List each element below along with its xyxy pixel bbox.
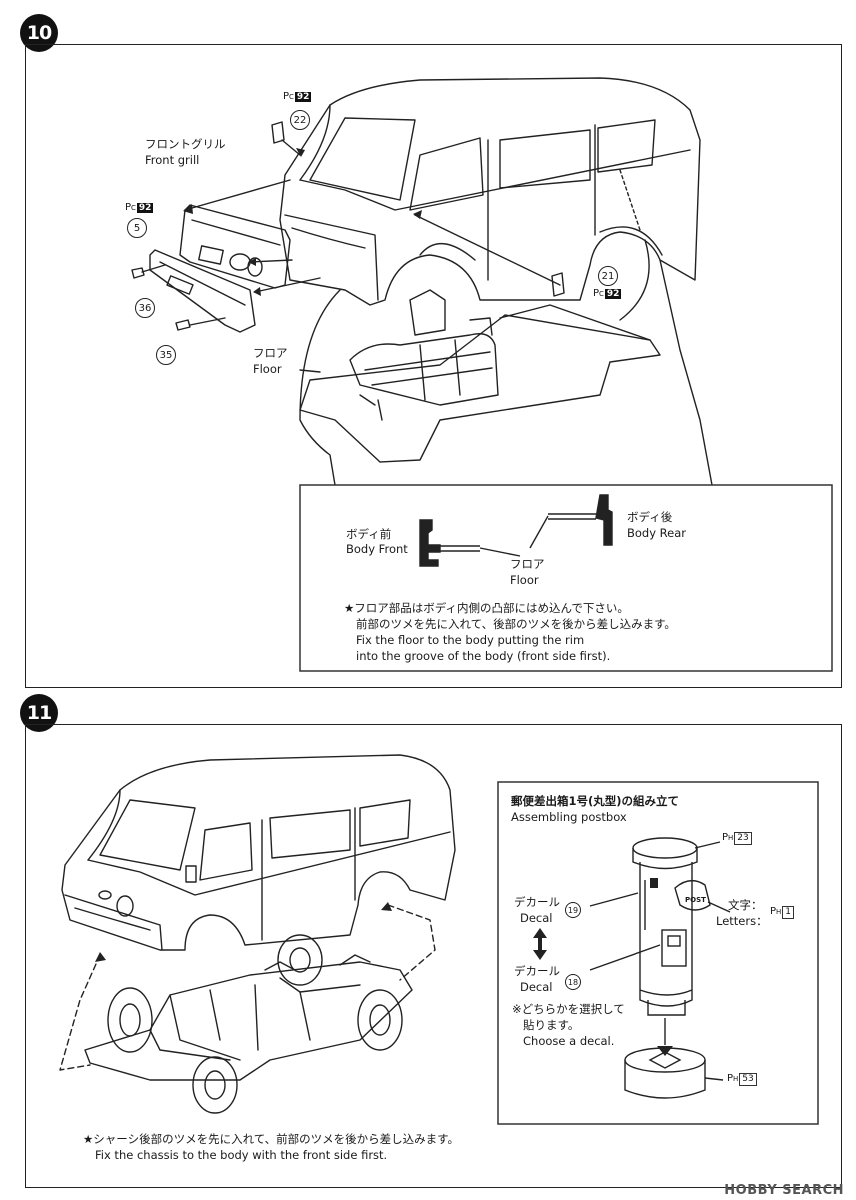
step-11-note-en: Fix the chassis to the body with the fro… bbox=[95, 1148, 388, 1162]
part-number-22: 22 bbox=[290, 110, 310, 130]
step-10-note-en-1: Fix the floor to the body putting the ri… bbox=[356, 633, 585, 647]
choose-note-jp-2: 貼ります。 bbox=[523, 1018, 580, 1032]
letters-label-en: Letters： bbox=[716, 914, 768, 928]
step-10-note-en-2: into the groove of the body (front side … bbox=[356, 649, 611, 663]
step-10-frame bbox=[25, 44, 842, 688]
inset-floor-jp: フロア bbox=[510, 557, 545, 571]
part-number-19: 19 bbox=[565, 902, 581, 918]
part-number-21: 21 bbox=[598, 266, 618, 286]
step-11-frame bbox=[25, 724, 842, 1188]
step-11-note-jp: ★シャーシ後部のツメを先に入れて、前部のツメを後から差し込みます。 bbox=[83, 1132, 460, 1146]
part-number-35: 35 bbox=[156, 345, 176, 365]
front-grill-label-en: Front grill bbox=[145, 153, 200, 167]
step-11-number: 11 bbox=[26, 702, 52, 724]
inset-body-front-en: Body Front bbox=[346, 542, 408, 556]
letters-label-jp: 文字： bbox=[728, 898, 763, 912]
step-10-note-jp-2: 前部のツメを先に入れて、後部のツメを後から差し込みます。 bbox=[356, 617, 676, 631]
decal-label-en-1: Decal bbox=[520, 911, 553, 925]
front-grill-label-jp: フロントグリル bbox=[145, 137, 226, 151]
decal-label-en-2: Decal bbox=[520, 980, 553, 994]
decal-label-jp-2: デカール bbox=[514, 964, 560, 978]
step-10-note-jp-1: ★フロア部品はボディ内側の凸部にはめ込んで下さい。 bbox=[344, 601, 629, 615]
part-number-36: 36 bbox=[135, 298, 155, 318]
inset-body-rear-en: Body Rear bbox=[627, 526, 687, 540]
inset-floor-en: Floor bbox=[510, 573, 539, 587]
choose-note-en: Choose a decal. bbox=[523, 1034, 615, 1048]
part-number-18: 18 bbox=[565, 974, 581, 990]
postbox-title-en: Assembling postbox bbox=[511, 810, 627, 824]
step-11-badge: 11 bbox=[20, 694, 58, 732]
inset-body-front-jp: ボディ前 bbox=[346, 527, 392, 541]
postbox-post-text: POST bbox=[685, 896, 706, 904]
part-number-5: 5 bbox=[127, 218, 147, 238]
choose-note-jp-1: ※どちらかを選択して bbox=[512, 1002, 625, 1016]
watermark-logo: HOBBY SEARCH bbox=[724, 1183, 844, 1198]
postbox-title-jp: 郵便差出箱1号(丸型)の組み立て bbox=[511, 794, 680, 808]
floor-label-jp: フロア bbox=[253, 346, 288, 360]
decal-label-jp-1: デカール bbox=[514, 895, 560, 909]
inset-body-rear-jp: ボディ後 bbox=[627, 510, 673, 524]
step-10-badge: 10 bbox=[20, 14, 58, 52]
step-10-number: 10 bbox=[26, 22, 52, 44]
floor-label-en: Floor bbox=[253, 362, 282, 376]
